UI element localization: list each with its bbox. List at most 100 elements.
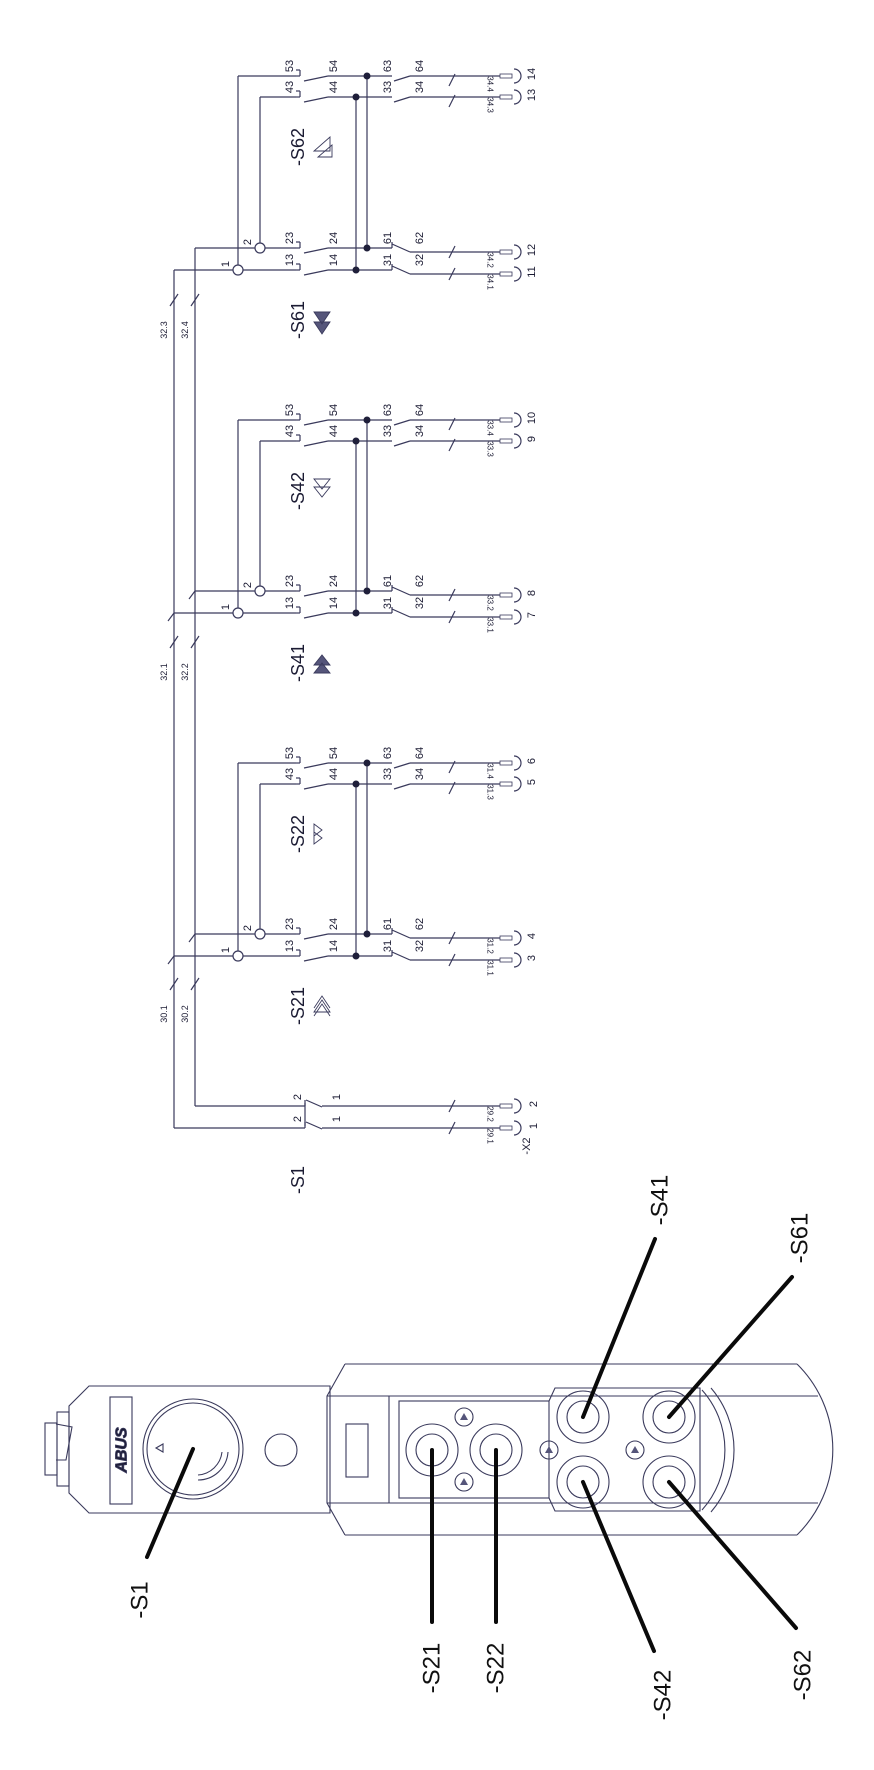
terminal-clamp	[513, 1120, 522, 1136]
direction-badge-icon	[625, 1440, 645, 1460]
direction-arrow-icon	[460, 1413, 468, 1420]
wire-number: 34.3	[486, 97, 495, 113]
pushbutton-s41	[566, 1400, 600, 1434]
common-terminal-ring	[232, 607, 244, 619]
direction-badge-icon	[454, 1407, 474, 1427]
junction-dot	[352, 266, 360, 274]
main-knob-outer	[142, 1398, 244, 1500]
nc-contact	[391, 586, 411, 596]
pin-label: 32	[414, 597, 426, 609]
pin-label: 14	[328, 254, 340, 266]
main-switch-contact	[305, 1099, 323, 1108]
no-contact	[393, 440, 411, 447]
pin-label: 62	[414, 918, 426, 930]
terminal-pin	[499, 271, 513, 277]
terminal-clamp	[513, 1098, 522, 1114]
pin-label: 53	[284, 404, 296, 416]
pin-label: 14	[328, 940, 340, 952]
terminal-number: 3	[526, 955, 538, 961]
wire-number: 34.4	[486, 76, 495, 92]
terminal-number: 2	[528, 1101, 540, 1107]
common-terminal-ring	[232, 950, 244, 962]
nc-contact	[391, 608, 411, 618]
bus-bend	[167, 612, 175, 622]
pendant-drawing: ABUS-S1-S21-S22-S41-S42-S61-S62	[44, 1175, 834, 1721]
callout-leader-line	[581, 1480, 656, 1653]
no-contact	[303, 96, 329, 103]
no-contact	[393, 96, 411, 103]
pin-label: 2	[242, 925, 254, 931]
junction-dot	[363, 759, 371, 767]
pin-label: 2	[242, 239, 254, 245]
cable-slash	[448, 760, 456, 774]
cable-slash	[448, 267, 456, 281]
pin-label: 43	[284, 768, 296, 780]
terminal-clamp	[513, 930, 522, 946]
no-contact	[393, 75, 411, 82]
junction-dot	[352, 93, 360, 101]
cable-slash	[448, 931, 456, 945]
terminal-pin	[499, 592, 513, 598]
junction-dot	[363, 72, 371, 80]
pushbutton-s61-collar	[642, 1390, 696, 1444]
pushbutton-s41-collar	[556, 1390, 610, 1444]
housing-left-bevel	[326, 1363, 346, 1536]
terminal-pin	[499, 438, 513, 444]
no-contact	[303, 75, 329, 82]
cable-slash	[448, 417, 456, 431]
callout-label: -S61	[787, 1213, 814, 1264]
pin-label: 61	[382, 575, 394, 587]
double-arrow-right-outline-icon	[313, 823, 323, 845]
pin-label: 24	[328, 232, 340, 244]
pin-label: 33	[382, 425, 394, 437]
terminal-clamp	[513, 587, 522, 603]
pin-label: 64	[414, 60, 426, 72]
terminal-clamp	[513, 266, 522, 282]
button-recess-right	[548, 1387, 701, 1512]
pin-label: 63	[382, 60, 394, 72]
pin-label: 1	[220, 947, 232, 953]
direction-badge-icon	[454, 1472, 474, 1492]
pin-label: 44	[328, 768, 340, 780]
common-terminal-ring	[254, 928, 266, 940]
direction-badge-icon	[539, 1440, 559, 1460]
terminal-pin	[499, 1125, 513, 1131]
label-window	[345, 1423, 369, 1478]
pin-label: 61	[382, 232, 394, 244]
bus-slash	[190, 293, 200, 307]
brand-plate	[109, 1396, 133, 1505]
bus-slash	[169, 635, 179, 649]
terminal-clamp	[513, 244, 522, 260]
no-contact	[303, 783, 329, 790]
pin-label: 24	[328, 918, 340, 930]
no-contact	[303, 955, 329, 962]
pushbutton-s42-collar	[556, 1455, 610, 1509]
wire-number: 31.4	[486, 763, 495, 779]
rotate-counterclockwise-outline-icon	[312, 136, 333, 158]
no-contact	[303, 933, 329, 940]
wire-number: 33.3	[486, 441, 495, 457]
pin-label: 43	[284, 425, 296, 437]
bus-bend	[167, 955, 175, 965]
terminal-clamp	[513, 433, 522, 449]
triple-arrow-up-outline-icon	[313, 995, 331, 1017]
pushbutton-s61	[652, 1400, 686, 1434]
common-terminal-ring	[254, 242, 266, 254]
wire-number: 31.3	[486, 784, 495, 800]
callout-leader-line	[667, 1275, 794, 1419]
pin-label: 53	[284, 60, 296, 72]
callout-label: -S42	[650, 1670, 677, 1721]
callout-label: -S21	[419, 1643, 446, 1694]
no-contact	[303, 762, 329, 769]
abus-logo: ABUS	[114, 1427, 131, 1474]
pin-label: 1	[220, 604, 232, 610]
pin-label: 1	[220, 261, 232, 267]
knob-grip	[197, 1451, 223, 1476]
cable-slash	[448, 588, 456, 602]
terminal-clamp	[513, 68, 522, 84]
no-contact	[303, 440, 329, 447]
double-arrow-down-outline-icon	[313, 478, 331, 498]
pushbutton-s42	[566, 1465, 600, 1499]
junction-dot	[352, 780, 360, 788]
terminal-clamp	[513, 609, 522, 625]
